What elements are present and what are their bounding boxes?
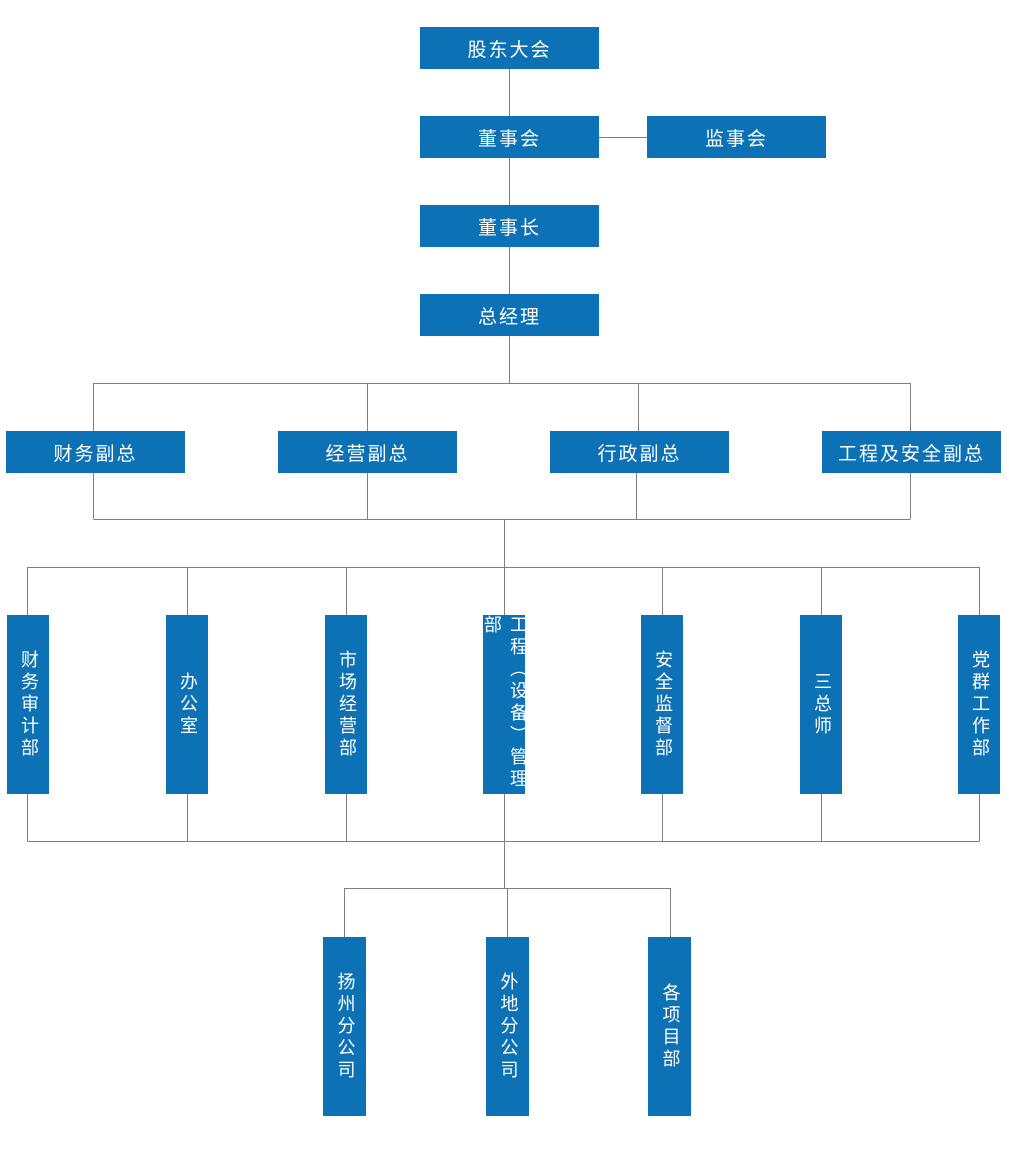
node-dept-engineering-equipment: 工程（设备）管理部 <box>481 615 528 794</box>
node-supervisory-board: 监事会 <box>647 116 826 158</box>
node-general-manager: 总经理 <box>420 294 599 336</box>
node-chairman: 董事长 <box>420 205 599 247</box>
node-dept-marketing: 市场经营部 <box>325 615 367 794</box>
node-dept-three-chiefs: 三总师 <box>800 615 842 794</box>
node-dept-office: 办公室 <box>166 615 208 794</box>
node-vp-engineering-safety: 工程及安全副总 <box>822 431 1001 473</box>
node-subunit-external-branch: 外地分公司 <box>486 937 529 1116</box>
node-dept-finance-audit: 财务审计部 <box>7 615 49 794</box>
node-vp-operations: 经营副总 <box>278 431 457 473</box>
node-subunit-yangzhou-branch: 扬州分公司 <box>323 937 366 1116</box>
node-subunit-project-departments: 各项目部 <box>648 937 691 1116</box>
node-dept-safety-supervision: 安全监督部 <box>641 615 683 794</box>
node-vp-finance: 财务副总 <box>6 431 185 473</box>
node-shareholders-meeting: 股东大会 <box>420 27 599 69</box>
node-dept-party-affairs: 党群工作部 <box>958 615 1000 794</box>
node-board-of-directors: 董事会 <box>420 116 599 158</box>
node-vp-administration: 行政副总 <box>550 431 729 473</box>
